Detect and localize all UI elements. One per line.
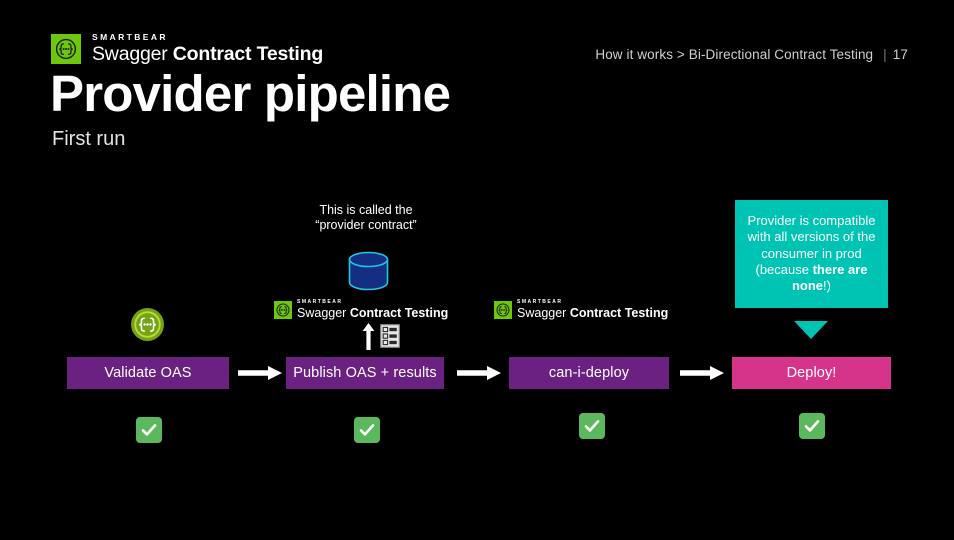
swagger-braces-icon [494,300,512,319]
pipeline-stage-label: Validate OAS [104,365,192,381]
brand-company: SMARTBEAR [517,299,563,305]
provider-contract-note-line2: “provider contract” [315,217,417,232]
callout-tail [794,321,828,339]
callout-text-bold: there are none [791,261,868,293]
pipeline-stage-validate-oas[interactable]: Validate OAS [67,357,229,389]
upload-arrow-icon [362,323,375,355]
checklist-results-icon [380,324,400,353]
pipeline-stage-label: Publish OAS + results [293,365,437,381]
swagger-braces-icon [51,33,81,64]
callout-text-part1: Provider is compatible with all versions… [747,213,876,277]
swagger-lockup-publish: SMARTBEAR Swagger Contract Testing [274,300,448,320]
compatibility-callout: Provider is compatible with all versions… [735,200,888,309]
brand-product-bold: Contract Testing [172,42,324,65]
breadcrumb-path: How it works > Bi-Directional Contract T… [595,47,874,62]
brand-company: SMARTBEAR [297,299,343,305]
breadcrumb-separator: | [883,47,887,62]
stage-result-check [579,413,605,439]
page-title: Provider pipeline [50,65,451,122]
breadcrumb: How it works > Bi-Directional Contract T… [595,47,908,62]
brand-product-thin: Swagger [92,42,168,65]
slide-page-number: 17 [892,47,908,62]
pipeline-stage-can-i-deploy[interactable]: can-i-deploy [509,357,669,389]
provider-contract-note-line1: This is called the [319,203,413,217]
pipeline-stage-deploy[interactable]: Deploy! [732,357,891,389]
right-arrow-icon [457,366,501,380]
swagger-api-circle-icon [131,308,164,341]
swagger-lockup-can-i-deploy: SMARTBEAR Swagger Contract Testing [494,300,668,320]
right-arrow-icon [680,366,724,380]
brand-product: Swagger Contract Testing [297,306,449,320]
brand-company: SMARTBEAR [92,32,168,42]
stage-result-check [799,413,825,439]
brand-product: Swagger Contract Testing [517,306,669,320]
pipeline-stage-label: can-i-deploy [548,365,630,381]
brand-product: Swagger Contract Testing [92,42,324,65]
provider-contract-note: This is called the “provider contract” [286,203,446,233]
page-subtitle: First run [52,128,126,150]
brand-text: SMARTBEAR Swagger Contract Testing [92,33,323,64]
stage-result-check [136,417,162,443]
brand-lockup: SMARTBEAR Swagger Contract Testing [51,33,323,64]
pipeline-stage-label: Deploy! [786,365,837,381]
swagger-braces-icon [274,300,292,319]
pipeline-stage-publish-oas-results[interactable]: Publish OAS + results [286,357,444,389]
right-arrow-icon [238,366,282,380]
stage-result-check [354,417,380,443]
callout-text-part2: !) [823,278,831,293]
database-cylinder-icon [348,250,389,297]
